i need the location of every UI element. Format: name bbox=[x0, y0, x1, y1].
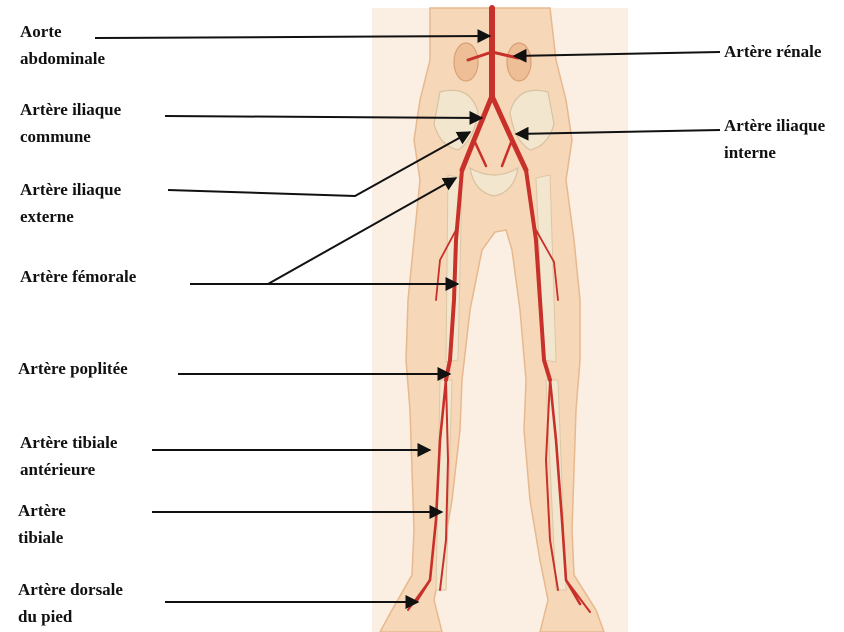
label-line: Aorte bbox=[20, 18, 105, 45]
label-line: antérieure bbox=[20, 456, 117, 483]
label-line: Artère iliaque bbox=[20, 176, 121, 203]
label-line: tibiale bbox=[18, 524, 66, 551]
label-line: Artère bbox=[18, 497, 66, 524]
label-line: Artère tibiale bbox=[20, 429, 117, 456]
label-artere-tibiale: Artère tibiale bbox=[18, 497, 66, 551]
label-line: Artère fémorale bbox=[20, 263, 136, 290]
label-artere-iliaque-commune: Artère iliaque commune bbox=[20, 96, 121, 150]
label-line: interne bbox=[724, 139, 825, 166]
label-line: Artère iliaque bbox=[20, 96, 121, 123]
label-line: Artère poplitée bbox=[18, 355, 128, 382]
label-aorte-abdominale: Aorte abdominale bbox=[20, 18, 105, 72]
label-line: Artère iliaque bbox=[724, 112, 825, 139]
label-line: Artère dorsale bbox=[18, 576, 123, 603]
label-artere-iliaque-externe: Artère iliaque externe bbox=[20, 176, 121, 230]
label-line: Artère rénale bbox=[724, 38, 821, 65]
label-line: externe bbox=[20, 203, 121, 230]
label-artere-renale: Artère rénale bbox=[724, 38, 821, 65]
label-artere-femorale: Artère fémorale bbox=[20, 263, 136, 290]
label-artere-dorsale-pied: Artère dorsale du pied bbox=[18, 576, 123, 630]
label-artere-tibiale-anterieure: Artère tibiale antérieure bbox=[20, 429, 117, 483]
label-line: du pied bbox=[18, 603, 123, 630]
label-artere-iliaque-interne: Artère iliaque interne bbox=[724, 112, 825, 166]
label-line: abdominale bbox=[20, 45, 105, 72]
label-line: commune bbox=[20, 123, 121, 150]
label-artere-poplitee: Artère poplitée bbox=[18, 355, 128, 382]
